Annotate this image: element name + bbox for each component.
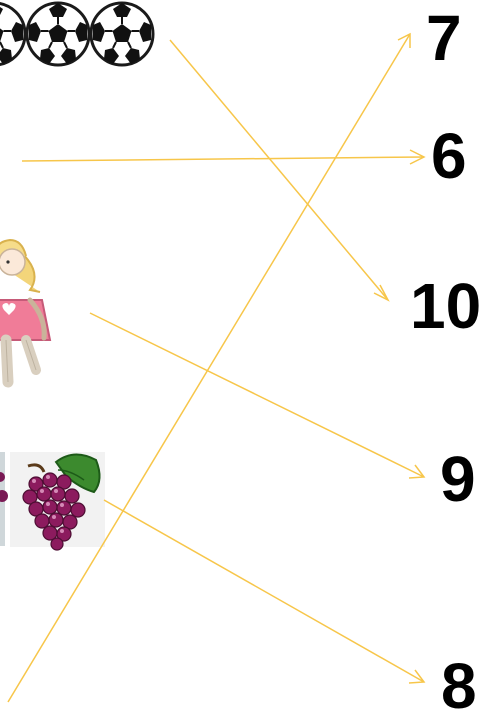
rag-doll-icon — [0, 240, 50, 382]
connector-lines — [8, 34, 424, 702]
number-10: 10 — [410, 274, 481, 338]
grapes-icon — [0, 452, 8, 546]
soccer-ball-icon — [91, 3, 153, 65]
soccer-ball-icon — [27, 3, 89, 65]
number-8: 8 — [441, 654, 477, 718]
number-7: 7 — [426, 6, 462, 70]
arrow-doll-to-9 — [90, 313, 424, 478]
arrow-grapes-to-8 — [104, 500, 424, 683]
soccer-ball-icon — [0, 3, 25, 65]
arrow-to-6 — [22, 150, 424, 164]
arrow-to-7 — [8, 34, 410, 702]
arrow-balls-to-10 — [170, 40, 388, 300]
grapes-icon — [10, 452, 105, 550]
number-9: 9 — [440, 447, 476, 511]
number-6: 6 — [431, 124, 467, 188]
